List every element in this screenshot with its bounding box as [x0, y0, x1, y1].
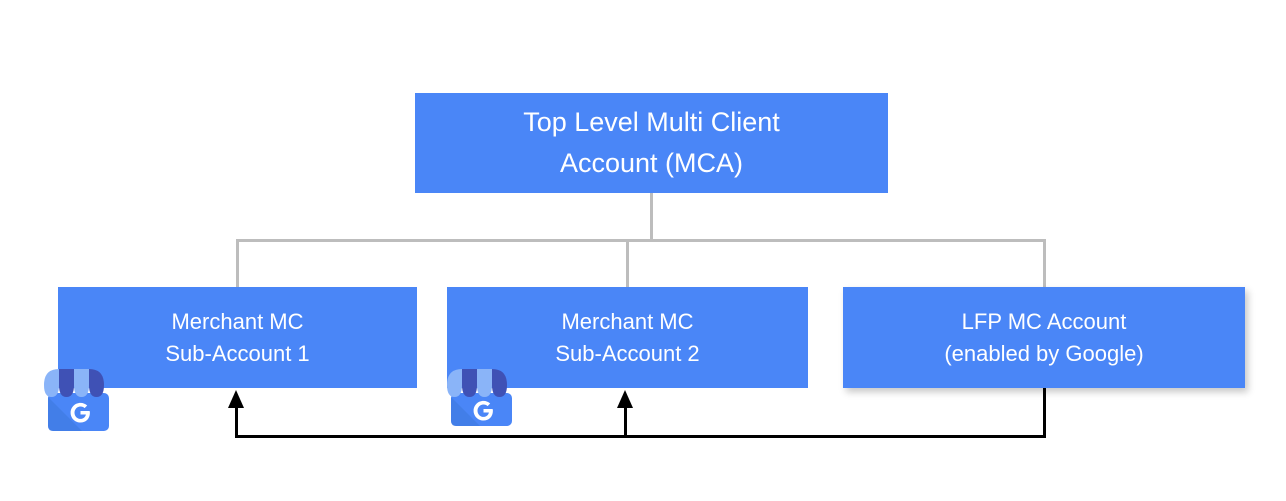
node-top-level-mca: Top Level Multi Client Account (MCA): [415, 93, 888, 193]
google-my-business-icon: [44, 369, 109, 431]
node-lfp-mc-account: LFP MC Account (enabled by Google): [843, 287, 1245, 388]
node-lfp-mc-account-line1: LFP MC Account: [961, 308, 1127, 334]
feedback-connector-riser-sub1: [235, 406, 238, 437]
arrowhead-icon-sub2: [617, 390, 633, 408]
google-g-glyph: [70, 402, 90, 423]
connector-drop-sub1: [236, 239, 239, 288]
connector-horizontal-bus: [236, 239, 1046, 242]
google-my-business-icon: [447, 369, 512, 426]
google-g-glyph: [473, 400, 493, 421]
node-merchant-mc-sub-account-1-line1: Merchant MC: [171, 308, 304, 334]
node-merchant-mc-sub-account-2-line2: Sub-Account 2: [555, 340, 700, 366]
connector-drop-sub2: [626, 239, 629, 288]
node-lfp-mc-account-line2: (enabled by Google): [944, 340, 1144, 366]
node-top-level-mca-line1: Top Level Multi Client: [523, 107, 780, 137]
node-merchant-mc-sub-account-2: Merchant MC Sub-Account 2: [447, 287, 808, 388]
node-merchant-mc-sub-account-1: Merchant MC Sub-Account 1: [58, 287, 417, 388]
feedback-connector-riser-sub2: [624, 406, 627, 437]
connector-top-stem: [650, 193, 653, 241]
arrowhead-icon-sub1: [228, 390, 244, 408]
feedback-connector-lfp-riser: [1043, 388, 1046, 438]
node-top-level-mca-line2: Account (MCA): [559, 148, 744, 178]
node-merchant-mc-sub-account-2-line1: Merchant MC: [561, 308, 694, 334]
feedback-connector-bus: [235, 435, 1046, 438]
node-merchant-mc-sub-account-1-line2: Sub-Account 1: [165, 340, 310, 366]
connector-drop-lfp: [1043, 239, 1046, 288]
